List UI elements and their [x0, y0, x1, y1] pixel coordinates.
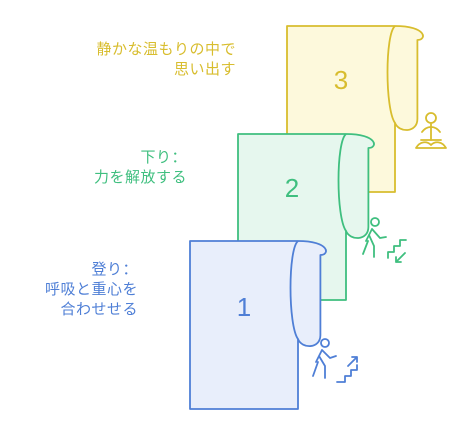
step-2-number: 2	[285, 173, 299, 203]
step-2-label: 下り： 力を解放する	[20, 147, 187, 187]
step-2-label-line-2: 力を解放する	[93, 168, 187, 186]
step-1-scroll-curl	[289, 240, 299, 340]
step-1-label-line-2: 呼吸と重心を	[44, 280, 138, 298]
step-3-scroll-curl	[386, 25, 396, 124]
step-1-scroll-body	[189, 240, 327, 410]
step-1-label-line-3: 合わせせる	[60, 300, 138, 318]
step-1-label-line-1: 登り：	[91, 260, 138, 278]
person-meditating-icon	[415, 112, 447, 149]
step-2-scroll-curl	[337, 133, 347, 232]
step-3-number: 3	[334, 65, 348, 95]
step-3-label: 静かな温もりの中で 思い出す	[20, 39, 236, 79]
person-climbing-stairs-up-icon	[312, 338, 358, 383]
step-1-scroll: 1	[189, 240, 327, 410]
step-2-label-line-1: 下り：	[140, 148, 187, 166]
step-3-label-line-2: 思い出す	[173, 60, 236, 78]
step-1-label: 登り： 呼吸と重心を 合わせせる	[10, 259, 138, 319]
person-walking-stairs-down-icon	[362, 217, 407, 263]
step-1-number: 1	[237, 292, 251, 322]
step-3-label-line-1: 静かな温もりの中で	[96, 40, 236, 58]
